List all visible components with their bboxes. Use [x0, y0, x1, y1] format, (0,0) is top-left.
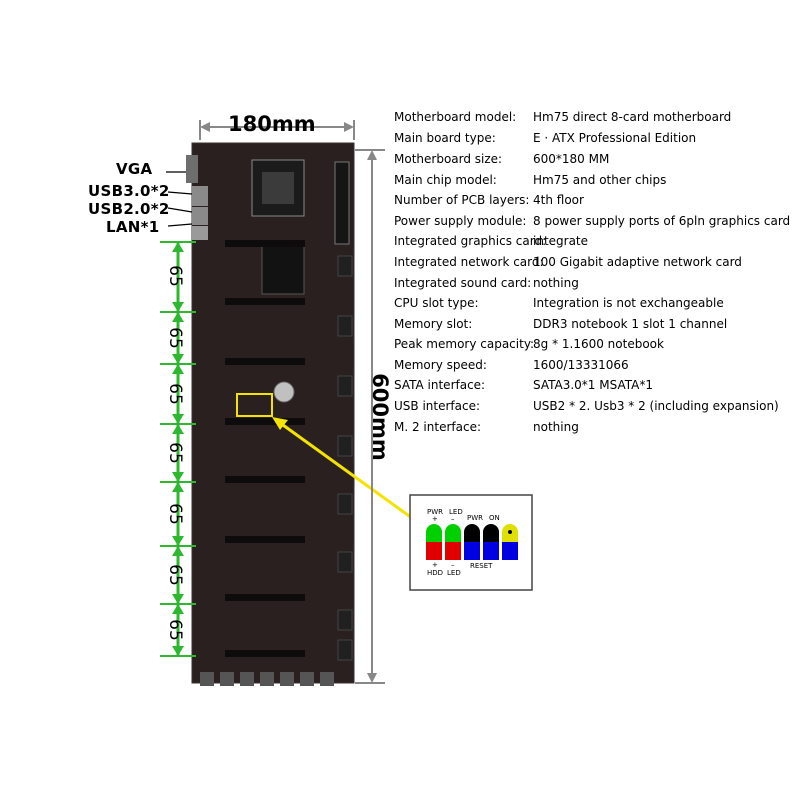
spec-key: Peak memory capacity: — [394, 337, 535, 351]
spec-value: 8 power supply ports of 6pln graphics ca… — [533, 214, 791, 228]
spec-value: 100 Gigabit adaptive network card — [533, 255, 742, 269]
io-lan-port — [192, 226, 208, 240]
fp-plus-top: + — [432, 515, 438, 523]
width-dimension — [199, 120, 355, 140]
slot-spacing-ruler — [160, 241, 196, 657]
vga-label: VGA — [116, 160, 153, 178]
io-usb3-port — [192, 186, 208, 206]
io-usb2-port — [192, 207, 208, 225]
spacing-label-1: 65 — [165, 265, 185, 287]
spec-key: SATA interface: — [394, 378, 486, 392]
fp-label-pwr2: PWR — [467, 514, 484, 522]
pcie-power-connectors — [337, 255, 353, 661]
spec-value: 600*180 MM — [533, 152, 610, 166]
fp-plus-bottom: + — [432, 561, 438, 569]
spec-value: Integration is not exchangeable — [533, 296, 724, 310]
height-dimension — [355, 149, 385, 684]
front-panel-pinout — [409, 494, 533, 591]
fp-label-led: LED — [449, 508, 463, 516]
spec-key: Main chip model: — [394, 173, 497, 187]
port-pointer-arrows — [166, 171, 193, 227]
spacing-label-3: 65 — [165, 383, 185, 405]
spec-value: nothing — [533, 420, 579, 434]
spec-key: Integrated graphics card: — [394, 234, 547, 248]
spec-key: Motherboard model: — [394, 110, 517, 124]
cmos-battery — [273, 381, 295, 403]
usb2-label: USB2.0*2 — [88, 200, 170, 218]
spacing-label-7: 65 — [165, 619, 185, 641]
fp-minus-top: – — [451, 515, 455, 523]
spec-key: USB interface: — [394, 399, 481, 413]
io-vga-port — [186, 155, 198, 183]
spec-value: 8g * 1.1600 notebook — [533, 337, 664, 351]
width-label: 180mm — [228, 112, 316, 136]
spec-value: Hm75 and other chips — [533, 173, 667, 187]
front-panel-header-highlight — [236, 393, 273, 417]
spacing-label-4: 65 — [165, 442, 185, 464]
memory-slot — [334, 161, 350, 245]
pointer-line — [275, 418, 413, 520]
spec-key: M. 2 interface: — [394, 420, 481, 434]
spacing-label-6: 65 — [165, 564, 185, 586]
spacing-label-5: 65 — [165, 503, 185, 525]
fp-minus-bottom: – — [451, 561, 455, 569]
spec-key: Memory speed: — [394, 358, 487, 372]
spec-value: DDR3 notebook 1 slot 1 channel — [533, 317, 728, 331]
spec-key: Integrated sound card: — [394, 276, 532, 290]
fp-label-reset: RESET — [470, 562, 493, 570]
spacing-label-2: 65 — [165, 327, 185, 349]
spec-value: nothing — [533, 276, 579, 290]
pcie-slots — [225, 240, 305, 657]
bottom-connectors — [200, 672, 334, 686]
fp-label-led2: LED — [447, 569, 461, 577]
spec-key: Memory slot: — [394, 317, 473, 331]
lan-label: LAN*1 — [106, 218, 160, 236]
spec-value: 1600/13331066 — [533, 358, 629, 372]
chipset-heatsink — [261, 243, 305, 295]
spec-value: Hm75 direct 8-card motherboard — [533, 110, 732, 124]
spec-key: Integrated network card: — [394, 255, 544, 269]
spec-value: USB2 * 2. Usb3 * 2 (including expansion) — [533, 399, 779, 413]
spec-key: CPU slot type: — [394, 296, 479, 310]
usb3-label: USB3.0*2 — [88, 182, 170, 200]
spec-key: Number of PCB layers: — [394, 193, 530, 207]
spec-key: Main board type: — [394, 131, 496, 145]
spec-key: Motherboard size: — [394, 152, 503, 166]
spec-value: SATA3.0*1 MSATA*1 — [533, 378, 653, 392]
height-label: 600mm — [368, 373, 392, 461]
fp-label-pwr: PWR — [427, 508, 444, 516]
fp-label-on: ON — [489, 514, 500, 522]
spec-key: Power supply module: — [394, 214, 527, 228]
spec-value: integrate — [533, 234, 589, 248]
spec-value: E · ATX Professional Edition — [533, 131, 697, 145]
fp-label-hdd: HDD — [427, 569, 444, 577]
spec-value: 4th floor — [533, 193, 584, 207]
